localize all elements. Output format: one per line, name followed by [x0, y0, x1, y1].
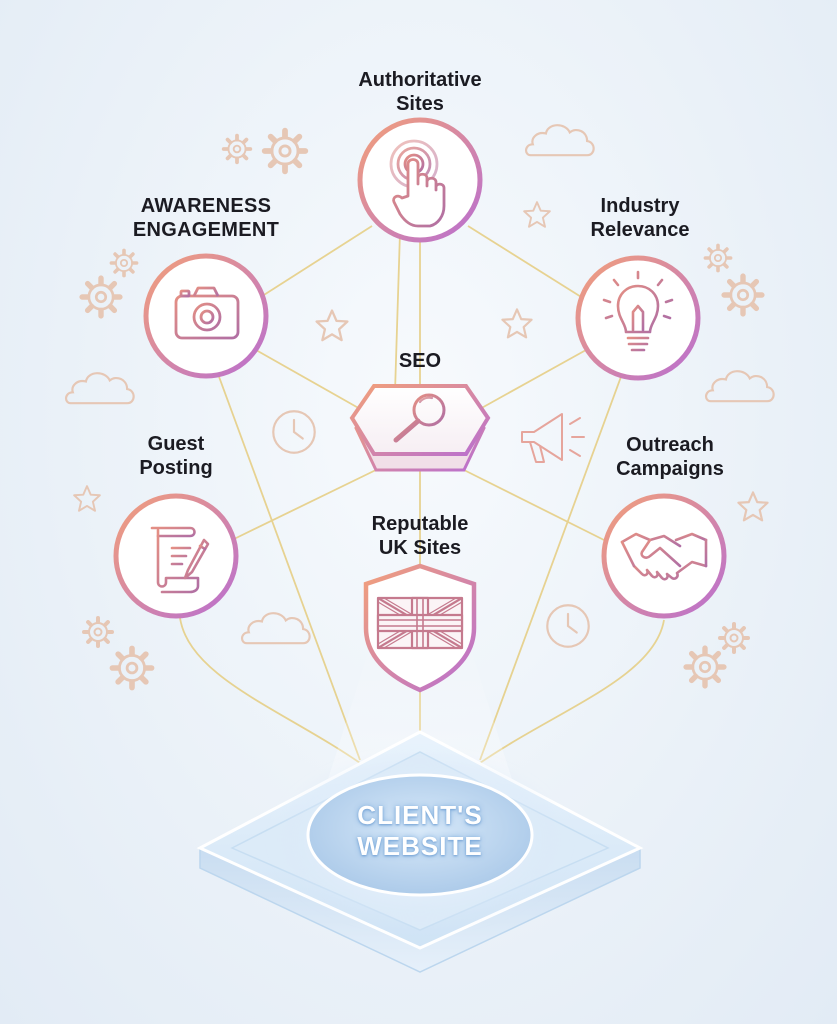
- cloud-icon: [704, 370, 775, 403]
- node-industry-relevance: [575, 255, 701, 381]
- node-label-authoritative-sites: Authoritative Sites: [358, 69, 482, 115]
- node-guest-posting: [113, 493, 239, 619]
- gear-icon: [686, 648, 724, 686]
- magnifier-icon: [393, 393, 446, 443]
- star-icon: [73, 485, 101, 512]
- star-icon: [737, 491, 769, 522]
- megaphone-icon: [521, 413, 585, 463]
- cloud-icon: [64, 372, 135, 405]
- gear-icon: [724, 276, 762, 314]
- scroll-pen-icon: [150, 526, 210, 594]
- cloud-icon: [240, 612, 311, 645]
- node-reputable-uk-sites: [363, 563, 477, 693]
- node-label-awareness-engagement: AWARENESS ENGAGEMENT: [132, 195, 280, 241]
- node-awareness-engagement: [143, 253, 269, 379]
- lightbulb-icon: [602, 270, 674, 352]
- handshake-icon: [620, 532, 708, 581]
- center-oval: [306, 773, 534, 897]
- node-label-industry-relevance: Industry Relevance: [590, 195, 690, 241]
- node-authoritative-sites: [357, 117, 483, 243]
- tap-hand-icon: [389, 139, 446, 228]
- node-label-outreach-campaigns: Outreach Campaigns: [616, 434, 724, 480]
- gear-icon: [82, 278, 120, 316]
- background-decorations: [64, 124, 775, 687]
- camera-icon: [174, 286, 240, 340]
- node-seo: [349, 384, 491, 472]
- gear-icon: [82, 616, 114, 648]
- gear-icon: [265, 131, 306, 172]
- gear-icon: [221, 133, 253, 165]
- node-label-seo: SEO: [398, 350, 442, 372]
- clock-icon: [546, 604, 590, 648]
- star-icon: [315, 309, 349, 342]
- node-label-guest-posting: Guest Posting: [139, 433, 213, 479]
- client-website-platform: [196, 730, 644, 973]
- gear-icon: [112, 648, 151, 687]
- client-website-label: CLIENT'S WEBSITE: [357, 800, 483, 861]
- uk-flag-shield-icon: [376, 596, 464, 650]
- clock-icon: [272, 410, 316, 454]
- gear-icon: [109, 248, 139, 278]
- star-icon: [501, 308, 533, 339]
- gear-icon: [703, 243, 733, 273]
- gear-icon: [718, 622, 750, 654]
- cloud-icon: [524, 124, 595, 157]
- node-outreach-campaigns: [601, 493, 727, 619]
- node-label-reputable-uk-sites: Reputable UK Sites: [371, 513, 469, 559]
